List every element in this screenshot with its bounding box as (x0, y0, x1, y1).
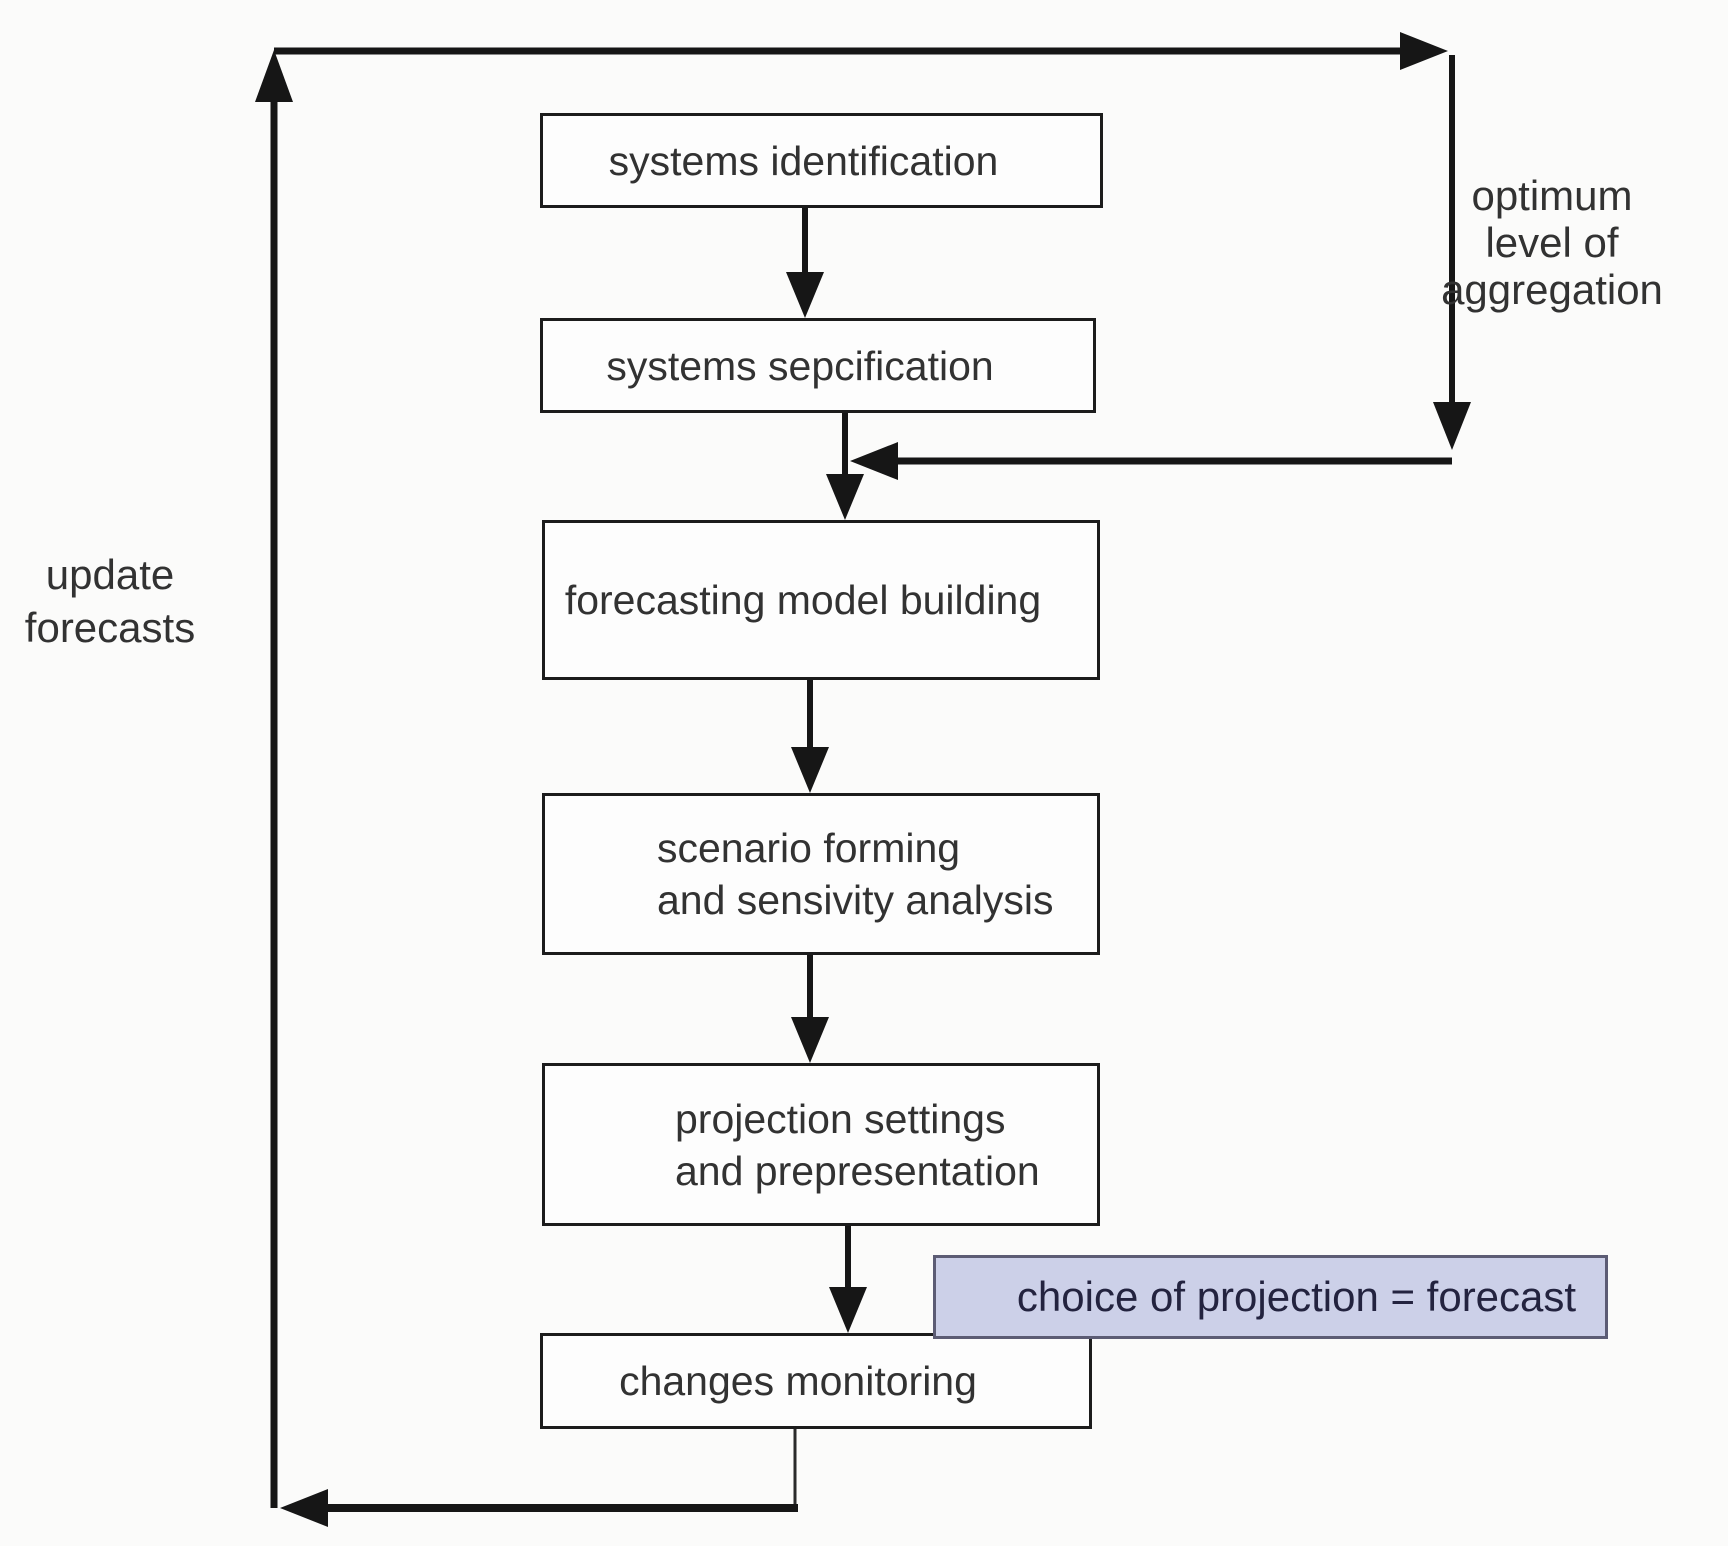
flow-box-changes-monitoring: changes monitoring (540, 1333, 1092, 1429)
flow-box-projection-settings: projection settings and prepresentation (542, 1063, 1100, 1226)
flow-box-label: projection settings and prepresentation (675, 1095, 1040, 1194)
highlight-box-label: choice of projection = forecast (1016, 1273, 1577, 1320)
highlight-box-choice-of-projection: choice of projection = forecast (933, 1255, 1608, 1339)
flow-arrow-5-6 (829, 1225, 867, 1333)
flow-box-forecasting-model-building: forecasting model building (542, 520, 1100, 680)
flow-arrow-3-4 (791, 680, 829, 793)
flow-box-label: forecasting model building (564, 577, 1042, 623)
flow-box-label: systems identification (608, 137, 999, 184)
update-forecasts-loop-arrow (255, 50, 798, 1527)
flow-arrow-1-2 (786, 207, 824, 318)
label-update-forecasts: update forecasts (24, 551, 196, 651)
flow-box-label: scenario forming and sensivity analysis (657, 825, 1054, 923)
flow-arrow-2-3 (826, 413, 864, 520)
flow-box-systems-sepcification: systems sepcification (540, 318, 1096, 413)
flow-box-label: changes monitoring (619, 1358, 977, 1404)
flow-arrow-4-5 (791, 955, 829, 1063)
optimum-aggregation-loop-arrow (274, 32, 1471, 480)
flow-box-scenario-forming: scenario forming and sensivity analysis (542, 793, 1100, 955)
flow-box-systems-identification: systems identification (540, 113, 1103, 208)
label-optimum-level-of-aggregation: optimum level of aggregation (1441, 172, 1663, 313)
flow-box-label: systems sepcification (606, 342, 994, 389)
